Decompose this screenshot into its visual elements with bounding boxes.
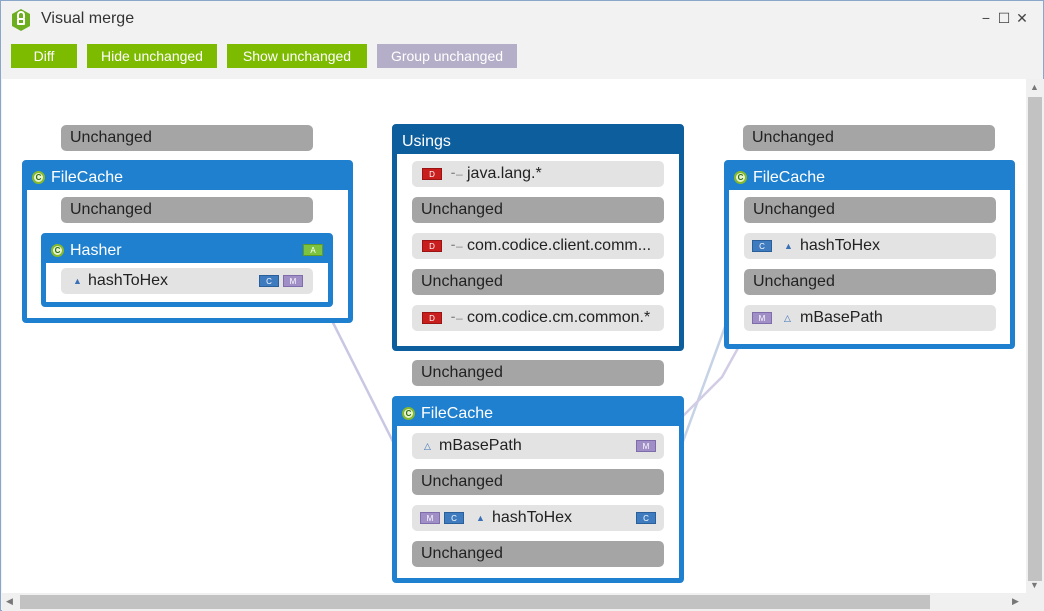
unchanged-block[interactable]: Unchanged <box>412 269 664 295</box>
moved-tag: M <box>636 440 656 452</box>
class-name: FileCache <box>51 169 124 186</box>
vertical-scroll-thumb[interactable] <box>1028 97 1042 581</box>
class-icon: C <box>51 244 64 257</box>
scroll-right-icon[interactable]: ▶ <box>1012 596 1019 606</box>
unchanged-block[interactable]: Unchanged <box>743 125 995 151</box>
class-icon: C <box>734 171 747 184</box>
changed-tag: C <box>752 240 772 252</box>
scroll-corner <box>1026 593 1044 611</box>
unchanged-block[interactable]: Unchanged <box>744 197 996 223</box>
horizontal-scroll-thumb[interactable] <box>20 595 930 609</box>
using-text: java.lang.* <box>467 165 542 182</box>
unchanged-block[interactable]: Unchanged <box>61 125 313 151</box>
deleted-tag: D <box>422 240 442 252</box>
hide-unchanged-button[interactable]: Hide unchanged <box>87 44 217 68</box>
usings-header: Usings <box>397 129 679 154</box>
usings-block[interactable]: Usings D ⁃– java.lang.* Unchanged D ⁃– c… <box>392 124 684 351</box>
class-name: FileCache <box>753 169 826 186</box>
member-hashtohex[interactable]: M C ▲ hashToHex C <box>412 505 664 531</box>
member-name: mBasePath <box>800 309 883 326</box>
class-name: FileCache <box>421 405 494 422</box>
method-icon: ▲ <box>476 513 485 523</box>
moved-tag: M <box>752 312 772 324</box>
field-icon: △ <box>784 313 791 323</box>
field-icon: △ <box>424 441 431 451</box>
using-item[interactable]: D ⁃– com.codice.client.comm... <box>412 233 664 259</box>
member-mbasepath[interactable]: △ mBasePath M <box>412 433 664 459</box>
using-text: com.codice.cm.common.* <box>467 309 651 326</box>
maximize-icon[interactable]: ☐ <box>997 10 1011 26</box>
class-header: C Hasher A <box>46 238 328 263</box>
center-filecache-class[interactable]: C FileCache △ mBasePath M Unchanged M C … <box>392 396 684 583</box>
merge-canvas[interactable]: Unchanged C FileCache Unchanged C Hasher… <box>2 79 1026 593</box>
added-tag: A <box>303 244 323 256</box>
member-name: hashToHex <box>88 272 169 289</box>
class-name: Hasher <box>70 242 122 259</box>
plastic-scm-icon <box>12 9 30 31</box>
close-icon[interactable]: ✕ <box>1016 10 1028 26</box>
changed-tag: C <box>636 512 656 524</box>
usings-title: Usings <box>402 133 451 150</box>
deleted-tag: D <box>422 168 442 180</box>
class-icon: C <box>402 407 415 420</box>
unchanged-block[interactable]: Unchanged <box>412 469 664 495</box>
unchanged-block[interactable]: Unchanged <box>412 541 664 567</box>
group-unchanged-button[interactable]: Group unchanged <box>377 44 517 68</box>
class-icon: C <box>32 171 45 184</box>
unchanged-block[interactable]: Unchanged <box>61 197 313 223</box>
toolbar: Diff Hide unchanged Show unchanged Group… <box>1 37 1043 77</box>
left-filecache-class[interactable]: C FileCache Unchanged C Hasher A ▲ hashT… <box>22 160 353 323</box>
deleted-tag: D <box>422 312 442 324</box>
using-icon: ⁃– <box>450 239 463 253</box>
class-header: C FileCache <box>27 165 348 190</box>
using-item[interactable]: D ⁃– java.lang.* <box>412 161 664 187</box>
scroll-down-icon[interactable]: ▼ <box>1030 580 1039 590</box>
member-name: mBasePath <box>439 437 522 454</box>
window-title: Visual merge <box>41 10 135 27</box>
using-text: com.codice.client.comm... <box>467 237 652 254</box>
horizontal-scrollbar[interactable]: ◀ ▶ <box>2 593 1026 611</box>
minimize-icon[interactable]: − <box>981 10 991 26</box>
method-icon: ▲ <box>784 241 793 251</box>
show-unchanged-button[interactable]: Show unchanged <box>227 44 367 68</box>
unchanged-block[interactable]: Unchanged <box>744 269 996 295</box>
right-filecache-class[interactable]: C FileCache Unchanged C ▲ hashToHex Unch… <box>724 160 1015 349</box>
using-item[interactable]: D ⁃– com.codice.cm.common.* <box>412 305 664 331</box>
member-name: hashToHex <box>492 509 573 526</box>
class-header: C FileCache <box>729 165 1010 190</box>
method-icon: ▲ <box>73 276 82 286</box>
class-header: C FileCache <box>397 401 679 426</box>
moved-tag: M <box>420 512 440 524</box>
title-bar: Visual merge − ☐ ✕ <box>1 1 1043 37</box>
changed-tag: C <box>444 512 464 524</box>
member-name: hashToHex <box>800 237 881 254</box>
member-mbasepath[interactable]: M △ mBasePath <box>744 305 996 331</box>
member-hashtohex[interactable]: C ▲ hashToHex <box>744 233 996 259</box>
using-icon: ⁃– <box>450 167 463 181</box>
member-hashtohex[interactable]: ▲ hashToHex C M <box>61 268 313 294</box>
using-icon: ⁃– <box>450 311 463 325</box>
hasher-class[interactable]: C Hasher A ▲ hashToHex C M <box>41 233 333 307</box>
diff-button[interactable]: Diff <box>11 44 77 68</box>
vertical-scrollbar[interactable]: ▲ ▼ <box>1026 79 1044 593</box>
scroll-left-icon[interactable]: ◀ <box>6 596 13 606</box>
changed-tag: C <box>259 275 279 287</box>
scroll-up-icon[interactable]: ▲ <box>1030 82 1039 92</box>
unchanged-block[interactable]: Unchanged <box>412 197 664 223</box>
unchanged-block[interactable]: Unchanged <box>412 360 664 386</box>
moved-tag: M <box>283 275 303 287</box>
